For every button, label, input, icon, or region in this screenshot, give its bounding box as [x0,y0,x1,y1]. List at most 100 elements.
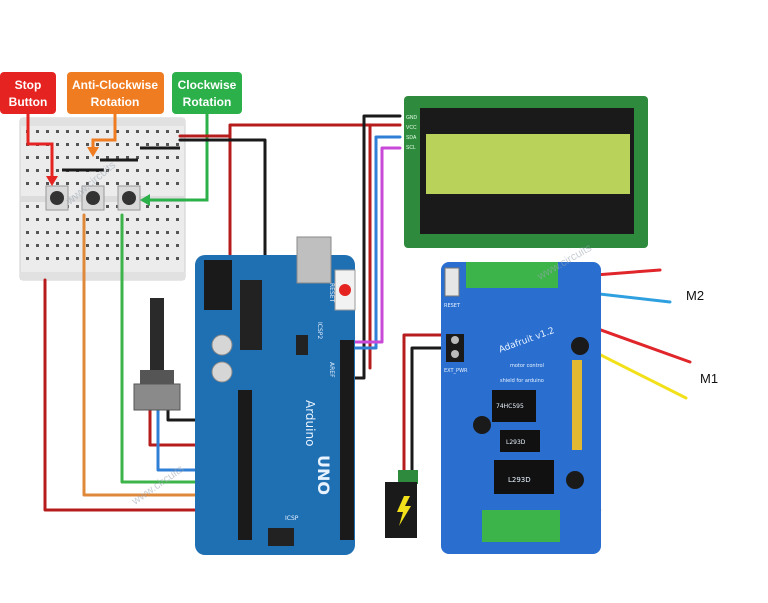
breadboard-hole [36,169,39,172]
breadboard-hole [176,182,179,185]
breadboard-hole [156,169,159,172]
breadboard-hole [136,182,139,185]
breadboard-hole [166,156,169,159]
red-wire-stop [43,278,202,512]
anticlockwise-pushbutton [81,185,105,211]
breadboard-hole [76,156,79,159]
breadboard-hole [86,143,89,146]
breadboard-hole [76,182,79,185]
breadboard-hole [96,231,99,234]
breadboard-hole [126,143,129,146]
breadboard-hole [66,130,69,133]
breadboard-hole [86,156,89,159]
anticlockwise-arrow [91,114,117,150]
clockwise-pushbutton [117,185,141,211]
pot-wiper-wire [156,408,202,472]
jack-red-wire [402,333,447,477]
breadboard-hole [176,143,179,146]
clockwise-arrow [148,114,209,202]
breadboard-hole [76,130,79,133]
breadboard-hole [66,156,69,159]
lcd-pin-label: SDA [406,135,417,141]
breadboard-hole [76,257,79,260]
breadboard-hole [176,218,179,221]
pot-vcc-wire [148,398,202,447]
breadboard-hole [116,182,119,185]
breadboard-hole [26,182,29,185]
breadboard-hole [86,218,89,221]
breadboard-hole [136,143,139,146]
breadboard-hole [116,169,119,172]
arduino-brand-text: Arduino [303,400,317,446]
lcd-scl-wire [338,146,402,344]
breadboard-hole [136,257,139,260]
breadboard-hole [26,205,29,208]
breadboard-hole [26,218,29,221]
stop-label-line1: Stop [15,78,42,92]
breadboard-hole [156,130,159,133]
breadboard-hole [146,143,149,146]
stop-label-line2: Button [9,95,48,109]
breadboard-hole [146,156,149,159]
stop-arrowhead [46,176,58,186]
breadboard-hole [26,156,29,159]
breadboard-hole [126,218,129,221]
m2-label: M2 [686,288,704,303]
m1-label: M1 [700,371,718,386]
breadboard-hole [86,244,89,247]
breadboard-hole [26,231,29,234]
breadboard-hole [166,182,169,185]
breadboard-hole [126,156,129,159]
arduino-aref-text: AREF [328,362,335,378]
red-wire-power [178,123,402,138]
breadboard-hole [166,130,169,133]
breadboard-hole [146,169,149,172]
ext-pwr-terminal [446,334,464,362]
breadboard-hole [56,156,59,159]
breadboard-hole [46,231,49,234]
breadboard-hole [106,156,109,159]
breadboard-hole [66,143,69,146]
breadboard-hole [126,257,129,260]
breadboard-hole [96,156,99,159]
breadboard-hole [166,205,169,208]
clockwise-label-line1: Clockwise [178,78,237,92]
motor-shield-board: Adafruit v1.2 motor control shield for a… [441,262,601,554]
breadboard-hole [56,130,59,133]
breadboard-hole [176,244,179,247]
green-wire-clockwise [120,213,202,484]
breadboard-hole [106,143,109,146]
analog-header [238,390,252,540]
breadboard-hole [106,218,109,221]
potentiometer [133,298,181,411]
lcd-pin-label: SCL [406,145,416,151]
digital-header [340,340,354,540]
breadboard-hole [156,218,159,221]
breadboard-hole [26,169,29,172]
capacitor [211,361,233,383]
breadboard-hole [156,244,159,247]
breadboard-hole [96,257,99,260]
breadboard-hole [86,130,89,133]
chip-74hc595-text: 74HC595 [496,403,524,410]
breadboard-hole [36,257,39,260]
breadboard-hole [116,130,119,133]
breadboard-hole [26,244,29,247]
breadboard-hole [66,182,69,185]
breadboard-hole [176,205,179,208]
motor-terminal-top [466,262,558,288]
breadboard-hole [96,182,99,185]
arduino-uno-board: Arduino UNO RESET ICSP2 ICSP AREF [195,236,356,555]
breadboard-hole [166,218,169,221]
breadboard-hole [86,231,89,234]
breadboard-hole [106,182,109,185]
anticlockwise-label-line2: Rotation [91,95,140,109]
breadboard-hole [136,130,139,133]
breadboard-hole [46,244,49,247]
breadboard-hole [146,182,149,185]
breadboard-hole [56,218,59,221]
breadboard-hole [116,231,119,234]
breadboard-hole [136,244,139,247]
